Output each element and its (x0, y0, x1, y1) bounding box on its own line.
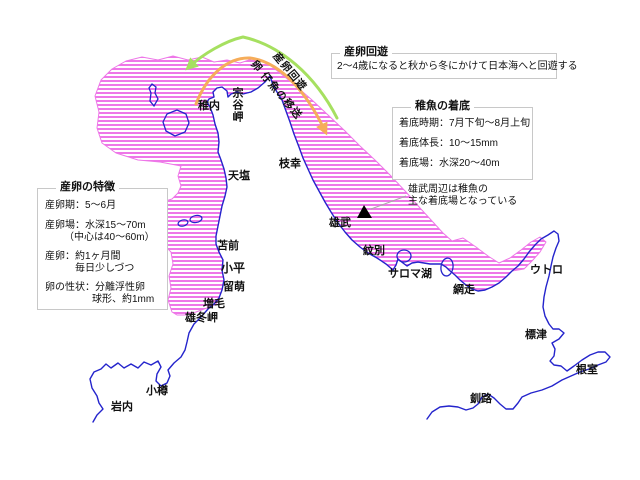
place-label-abashiri: 網走 (453, 284, 475, 296)
place-label-nemuro: 根室 (576, 364, 598, 376)
features-line: 毎日少しづつ (75, 263, 135, 274)
features-line: （中心は40〜60m） (64, 232, 155, 243)
omu-note-leader-line (370, 195, 407, 210)
place-label-obira: 小平 (221, 261, 246, 275)
rebun-island (148, 83, 159, 108)
info-box-spawning-migration-title: 産卵回遊 (340, 46, 392, 58)
saroma-lagoon (396, 249, 412, 263)
place-label-saroma-ko: サロマ湖 (388, 268, 432, 280)
settlement-line: 着底体長：10〜15mm (399, 138, 498, 149)
place-label-kushiro: 釧路 (470, 393, 492, 405)
features-line: 産卵場：水深15〜70m (45, 220, 146, 231)
features-line: 球形、約1mm (92, 294, 155, 305)
info-box-juvenile-settlement: 稚魚の着底 着底時期：7月下旬〜8月上旬 着底体長：10〜15mm 着底場：水深… (392, 100, 533, 180)
omu-settlement-note: 雄武周辺は稚魚の 主な着底場となっている (408, 184, 517, 208)
omu-settlement-note-line1: 雄武周辺は稚魚の (408, 184, 488, 195)
features-line: 産卵期：5〜6月 (45, 200, 117, 211)
place-label-soya-misaki: 宗谷岬 (231, 87, 243, 123)
info-box-spawning-features-title: 産卵の特徴 (56, 181, 119, 193)
place-label-utoro: ウトロ (530, 264, 563, 276)
features-line: 産卵：約1ヶ月間 (45, 251, 121, 262)
place-label-tomamae: 苫前 (217, 240, 239, 252)
place-label-monbetsu: 紋別 (363, 245, 385, 257)
place-label-ofuyu-misaki: 雄冬岬 (185, 312, 218, 324)
rishiri-island (162, 109, 190, 137)
egg-larvae-transport-arrow (194, 56, 328, 136)
settlement-line: 着底時期：7月下旬〜8月上旬 (399, 118, 531, 129)
place-label-rumoi: 留萌 (223, 281, 245, 293)
settlement-line: 着底場：水深20〜40m (399, 158, 500, 169)
info-box-spawning-migration: 産卵回遊 2〜4歳になると秋から冬にかけて日本海へと回遊する (331, 46, 578, 79)
omu-settlement-note-line2: 主な着底場となっている (408, 196, 518, 207)
info-box-spawning-features: 産卵の特徴 産卵期：5〜6月 産卵場：水深15〜70m （中心は40〜60m） … (37, 181, 168, 310)
place-label-wakkanai: 稚内 (198, 100, 220, 112)
omu-settlement-triangle-marker (357, 205, 372, 218)
teuri-island (177, 219, 189, 227)
place-label-omu: 雄武 (329, 217, 351, 229)
coastline (89, 75, 611, 423)
place-label-esashi: 枝幸 (279, 158, 301, 170)
info-box-juvenile-settlement-title: 稚魚の着底 (411, 100, 474, 112)
info-box-spawning-migration-body: 2〜4歳になると秋から冬にかけて日本海へと回遊する (337, 61, 578, 72)
place-label-mashike: 増毛 (203, 298, 225, 310)
place-label-shibetsu: 標津 (525, 329, 547, 341)
place-label-iwanai: 岩内 (111, 401, 133, 413)
yagishiri-island (189, 214, 203, 224)
place-label-otaru: 小樽 (146, 385, 168, 397)
notoro-lagoon (440, 257, 454, 277)
spawning-migration-arrow (185, 35, 339, 120)
features-line: 卵の性状：分離浮性卵 (45, 282, 145, 293)
place-label-teshio: 天塩 (228, 170, 250, 182)
